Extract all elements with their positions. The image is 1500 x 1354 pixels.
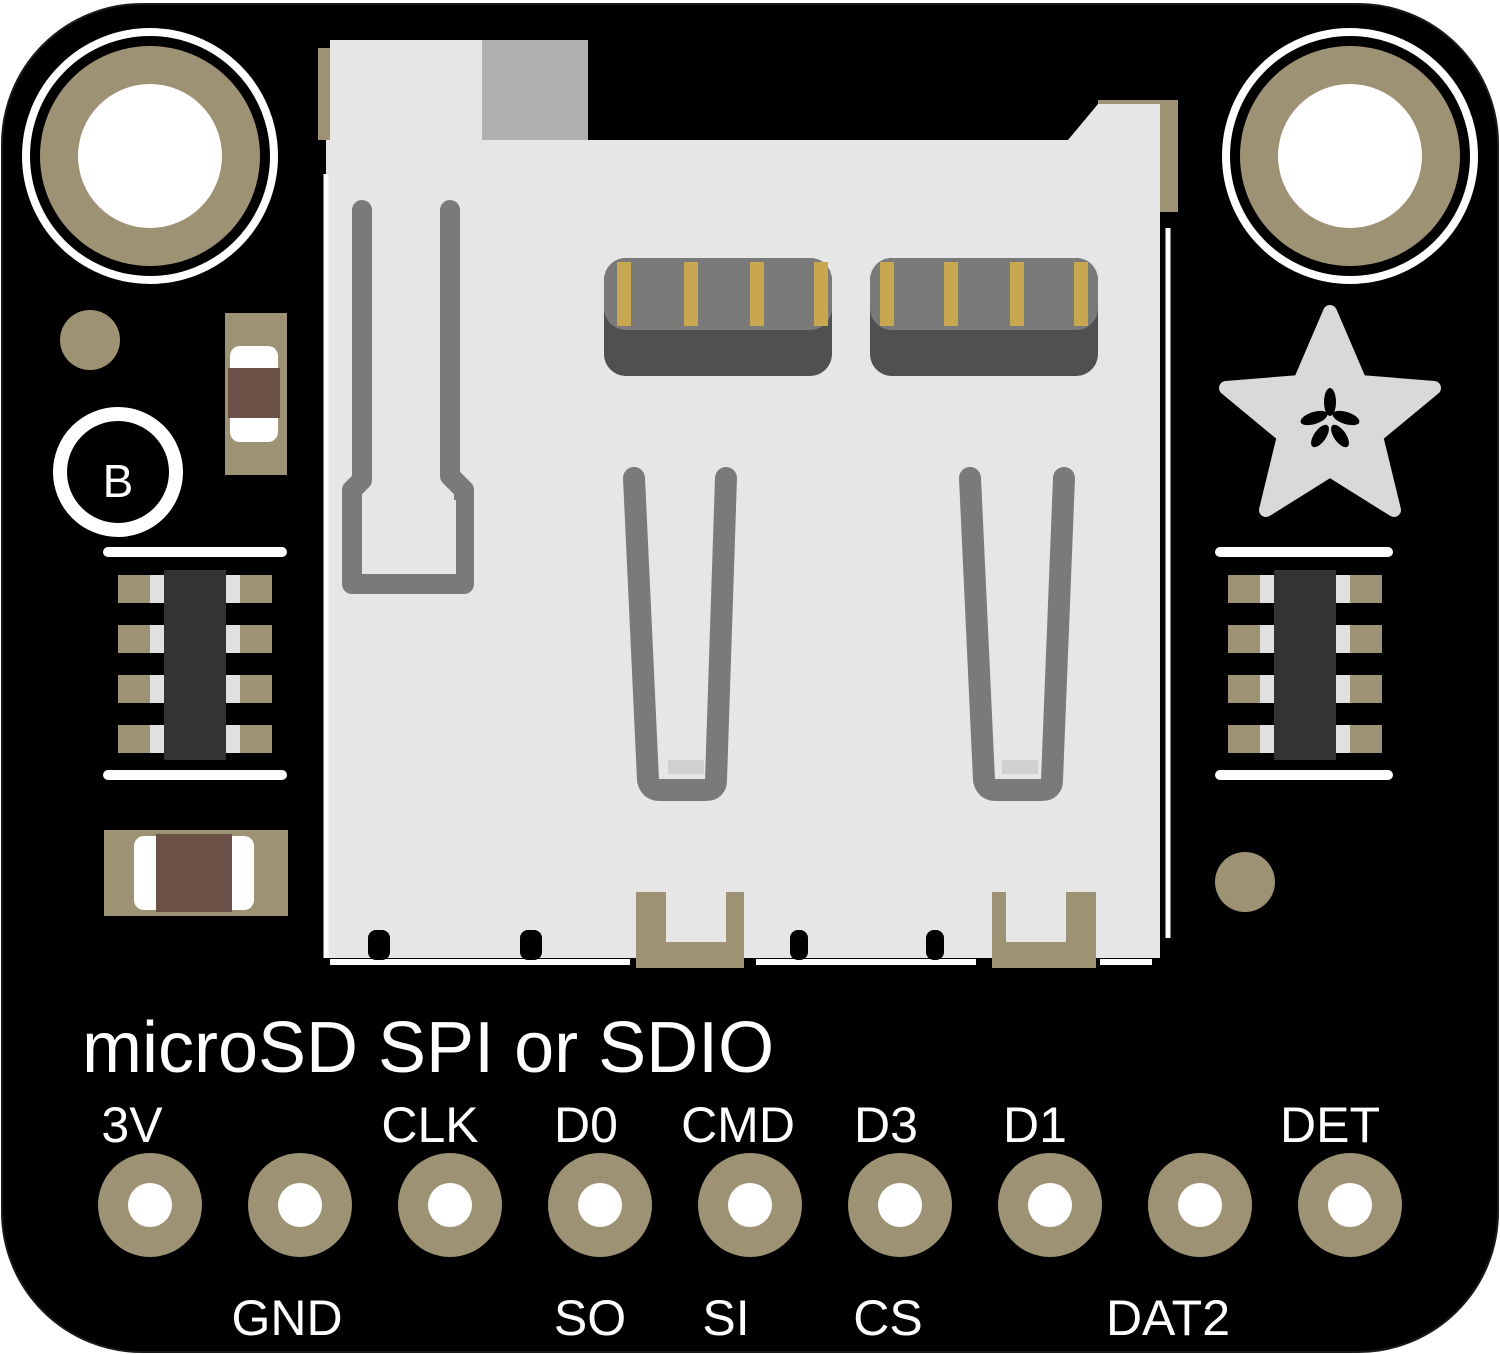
adafruit-flower-logo-icon [1219,305,1441,517]
pin-5-cmd-si[interactable]: CMD SI [681,1097,802,1346]
fiducial-bottom-right [1215,852,1275,912]
pin-top-label: D1 [1003,1097,1067,1153]
pin-bottom-label: GND [231,1290,342,1346]
fiducial-top-left [60,310,120,370]
pin-top-label: CLK [381,1097,478,1153]
pin-top-label: D3 [854,1097,918,1153]
pin-4-d0-so[interactable]: D0 SO [548,1097,652,1346]
board-title: microSD SPI or SDIO [82,1008,774,1088]
pin-bottom-label: CS [853,1290,922,1346]
microsd-socket [318,40,1178,968]
jumper-b-marker: B [53,407,183,537]
pin-bottom-label: SO [554,1290,626,1346]
header-pins: 3V GND CLK D0 SO CMD SI D3 CS [98,1097,1402,1346]
pin-2-gnd[interactable]: GND [231,1153,352,1346]
smd-resistor-small [225,313,287,475]
smd-capacitor-large [104,830,288,916]
pin-top-label: 3V [101,1097,163,1153]
pin-top-label: CMD [681,1097,795,1153]
pin-8-dat2[interactable]: DAT2 [1106,1153,1252,1346]
right-ic-chip [1215,547,1393,780]
pin-9-det[interactable]: DET [1280,1097,1402,1257]
mounting-hole-icon [1222,28,1478,284]
left-ic-chip [103,547,287,780]
pin-top-label: DET [1280,1097,1380,1153]
pin-bottom-label: SI [702,1290,749,1346]
pin-3-clk[interactable]: CLK [381,1097,502,1257]
pin-bottom-label: DAT2 [1106,1290,1230,1346]
pin-6-d3-cs[interactable]: D3 CS [848,1097,952,1346]
pin-7-d1[interactable]: D1 [998,1097,1102,1257]
pin-1-3v[interactable]: 3V [98,1097,202,1257]
pin-top-label: D0 [554,1097,618,1153]
jumper-label: B [103,455,134,507]
mounting-hole-icon [22,28,278,284]
